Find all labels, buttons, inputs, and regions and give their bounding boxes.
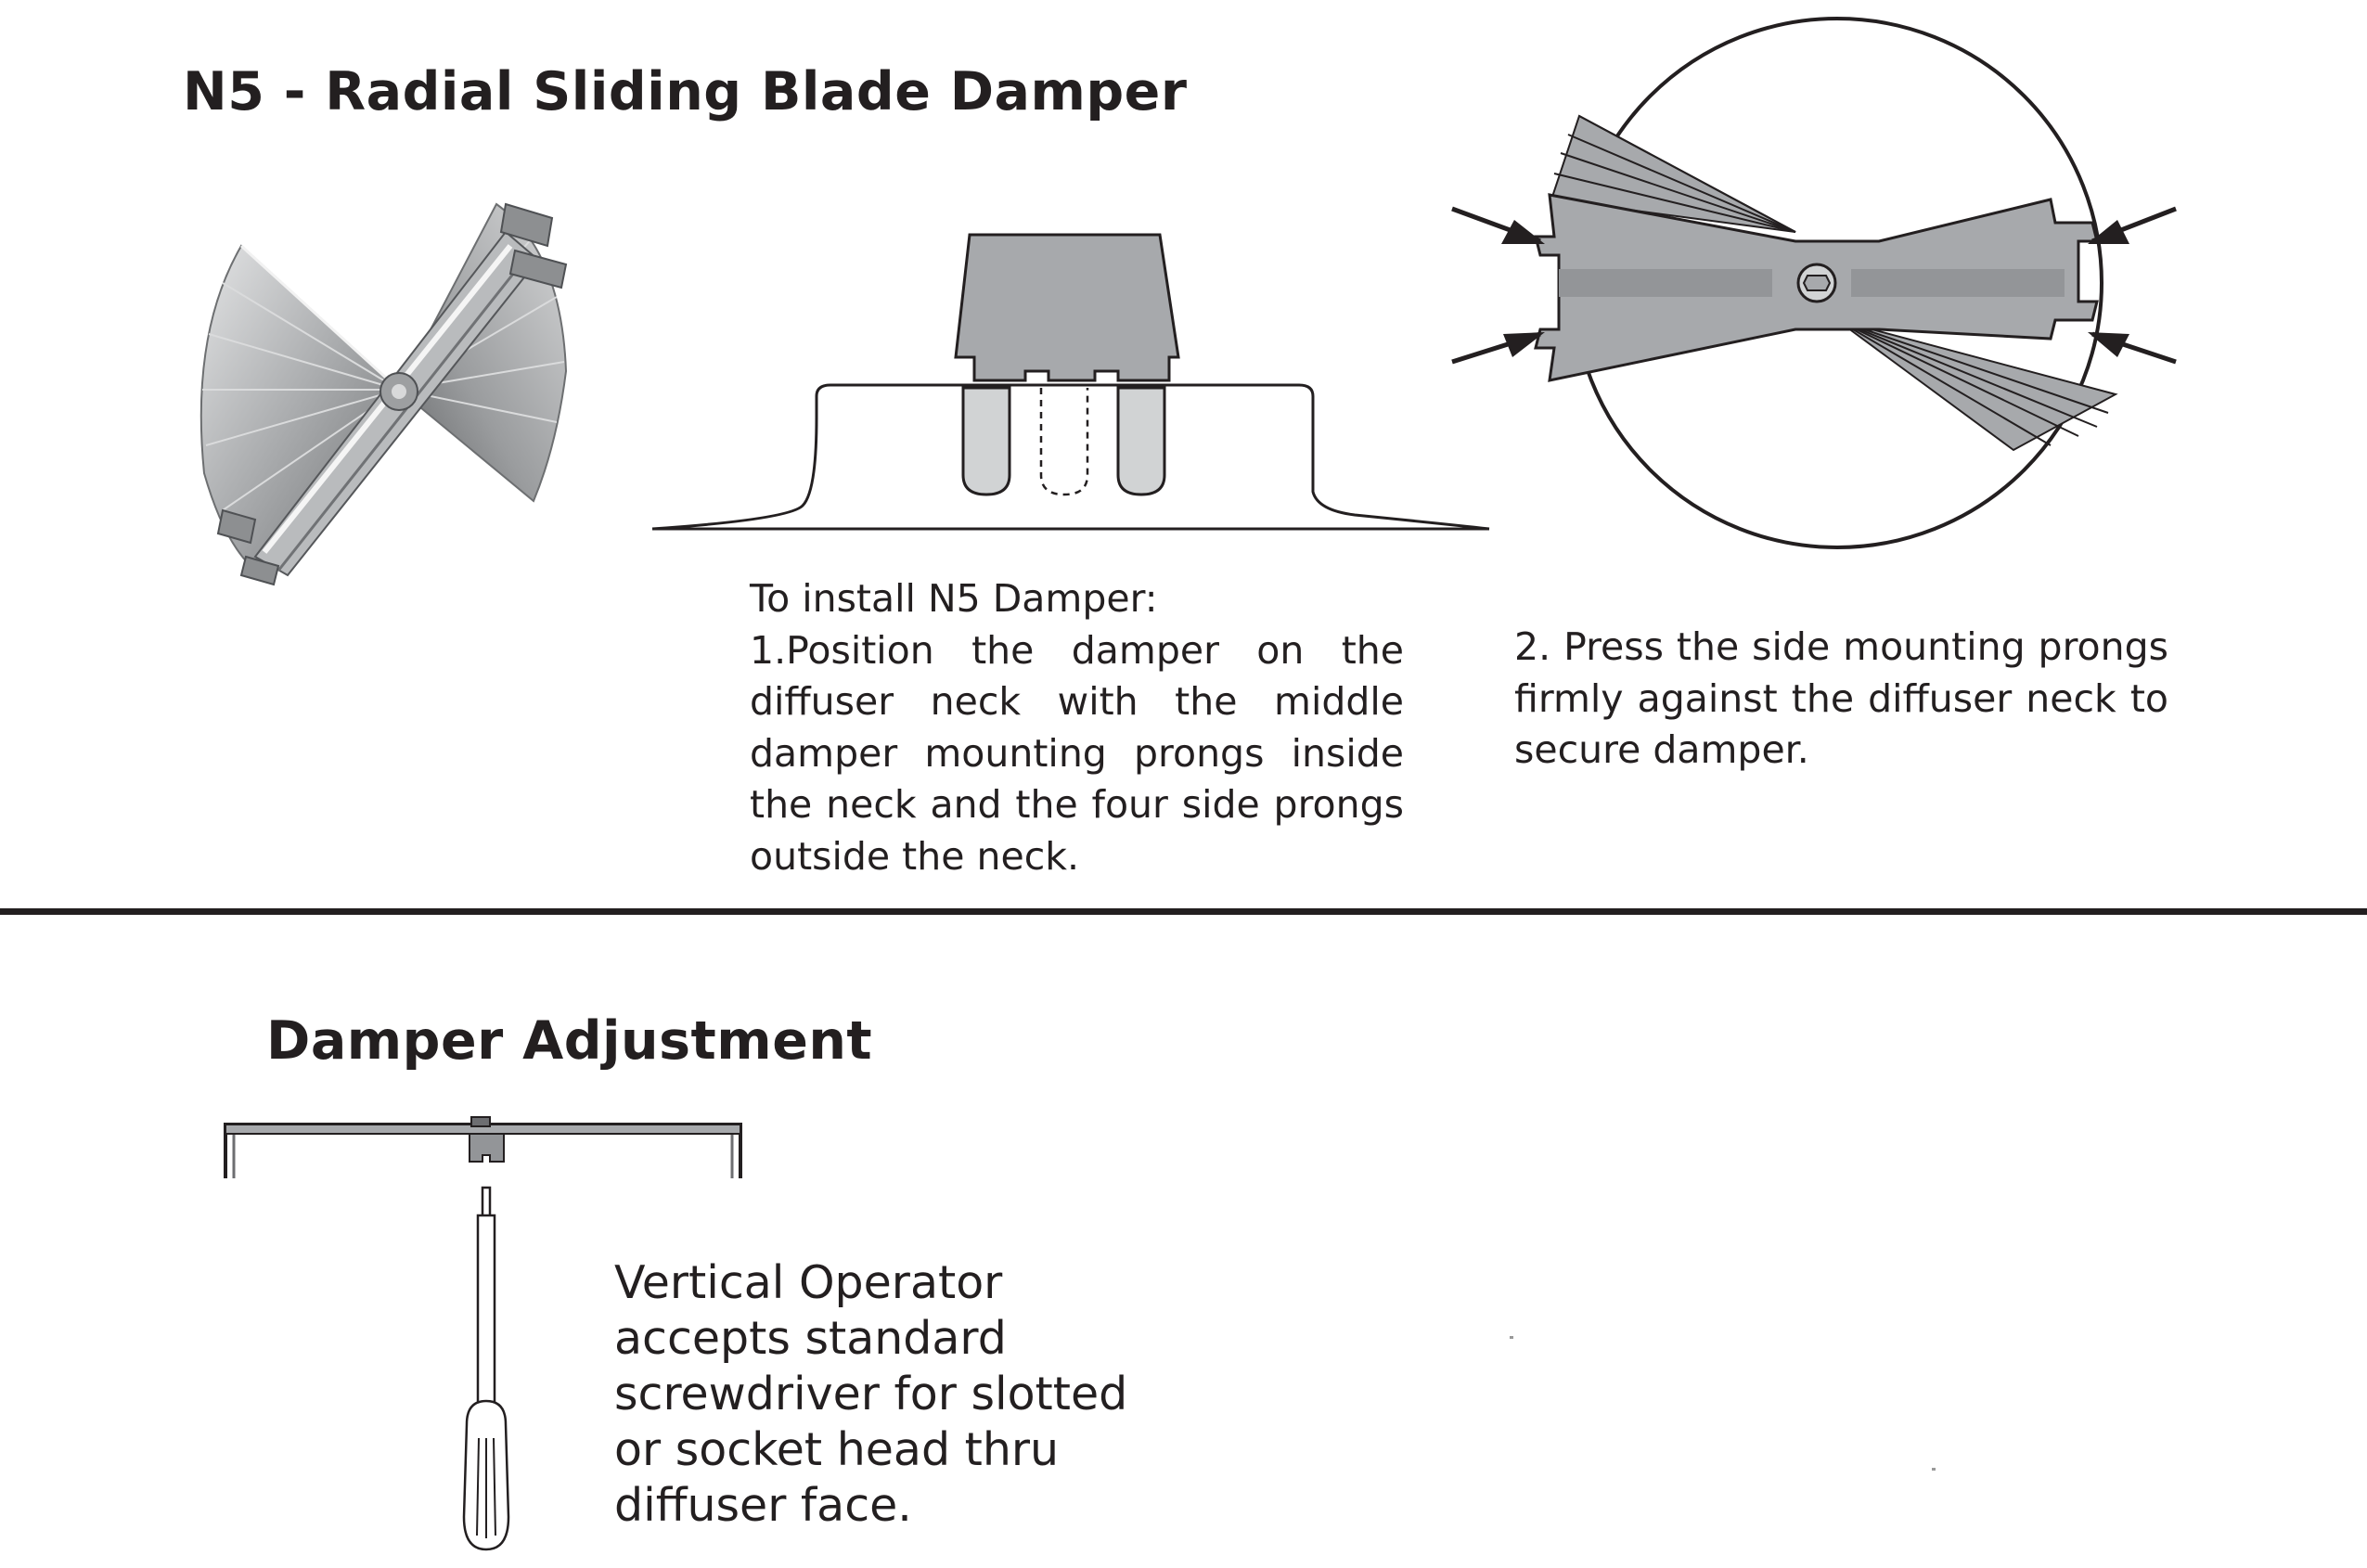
install-step-2: 2. Press the side mounting prongs firmly…: [1514, 624, 2168, 772]
screwdriver-shaft: [476, 1214, 496, 1421]
damper-slot-right: [1851, 269, 2065, 297]
damper-body-section: [954, 233, 1180, 382]
operator-description: Vertical Operator accepts standard screw…: [614, 1256, 1128, 1532]
arrow-icon: [2088, 331, 2177, 365]
vertical-operator-figure: [224, 1116, 742, 1551]
arrow-icon: [1451, 206, 1545, 244]
damper-blade-fan-lower-right: [1836, 319, 2118, 452]
hidden-prong-dashed: [1039, 388, 1089, 496]
inner-prong-right: [1116, 386, 1166, 496]
neck-section-figure: [651, 233, 1490, 531]
damper-slot-left: [1559, 269, 1772, 297]
arrow-icon: [1451, 331, 1545, 365]
damper-top-view-figure: [1451, 17, 2177, 549]
damper-blade-fan-upper-left: [1550, 114, 1796, 233]
damper-photo-figure: [199, 202, 568, 586]
scan-speck: [1510, 1336, 1513, 1339]
scan-speck: [1932, 1468, 1936, 1471]
damper-pivot-nut: [1802, 275, 1832, 291]
damper-photo-prong: [508, 249, 568, 289]
arrow-icon: [2088, 206, 2177, 244]
install-heading: To install N5 Damper:: [750, 576, 1158, 621]
operator-socket: [469, 1133, 505, 1163]
damper-photo-prong: [499, 202, 554, 248]
install-step-1: 1.Position the damper on the diffuser ne…: [750, 627, 1404, 879]
operator-knob: [470, 1116, 491, 1127]
diffuser-neck-outline: [651, 383, 1490, 531]
damper-photo-prong: [216, 508, 257, 545]
adjustment-title: Damper Adjustment: [266, 1010, 873, 1072]
page-title: N5 - Radial Sliding Blade Damper: [183, 61, 1188, 122]
install-instructions: To install N5 Damper: 1.Position the dam…: [750, 573, 1404, 882]
damper-photo-prong: [239, 555, 280, 586]
section-divider: [0, 908, 2367, 915]
inner-prong-left: [961, 386, 1011, 496]
